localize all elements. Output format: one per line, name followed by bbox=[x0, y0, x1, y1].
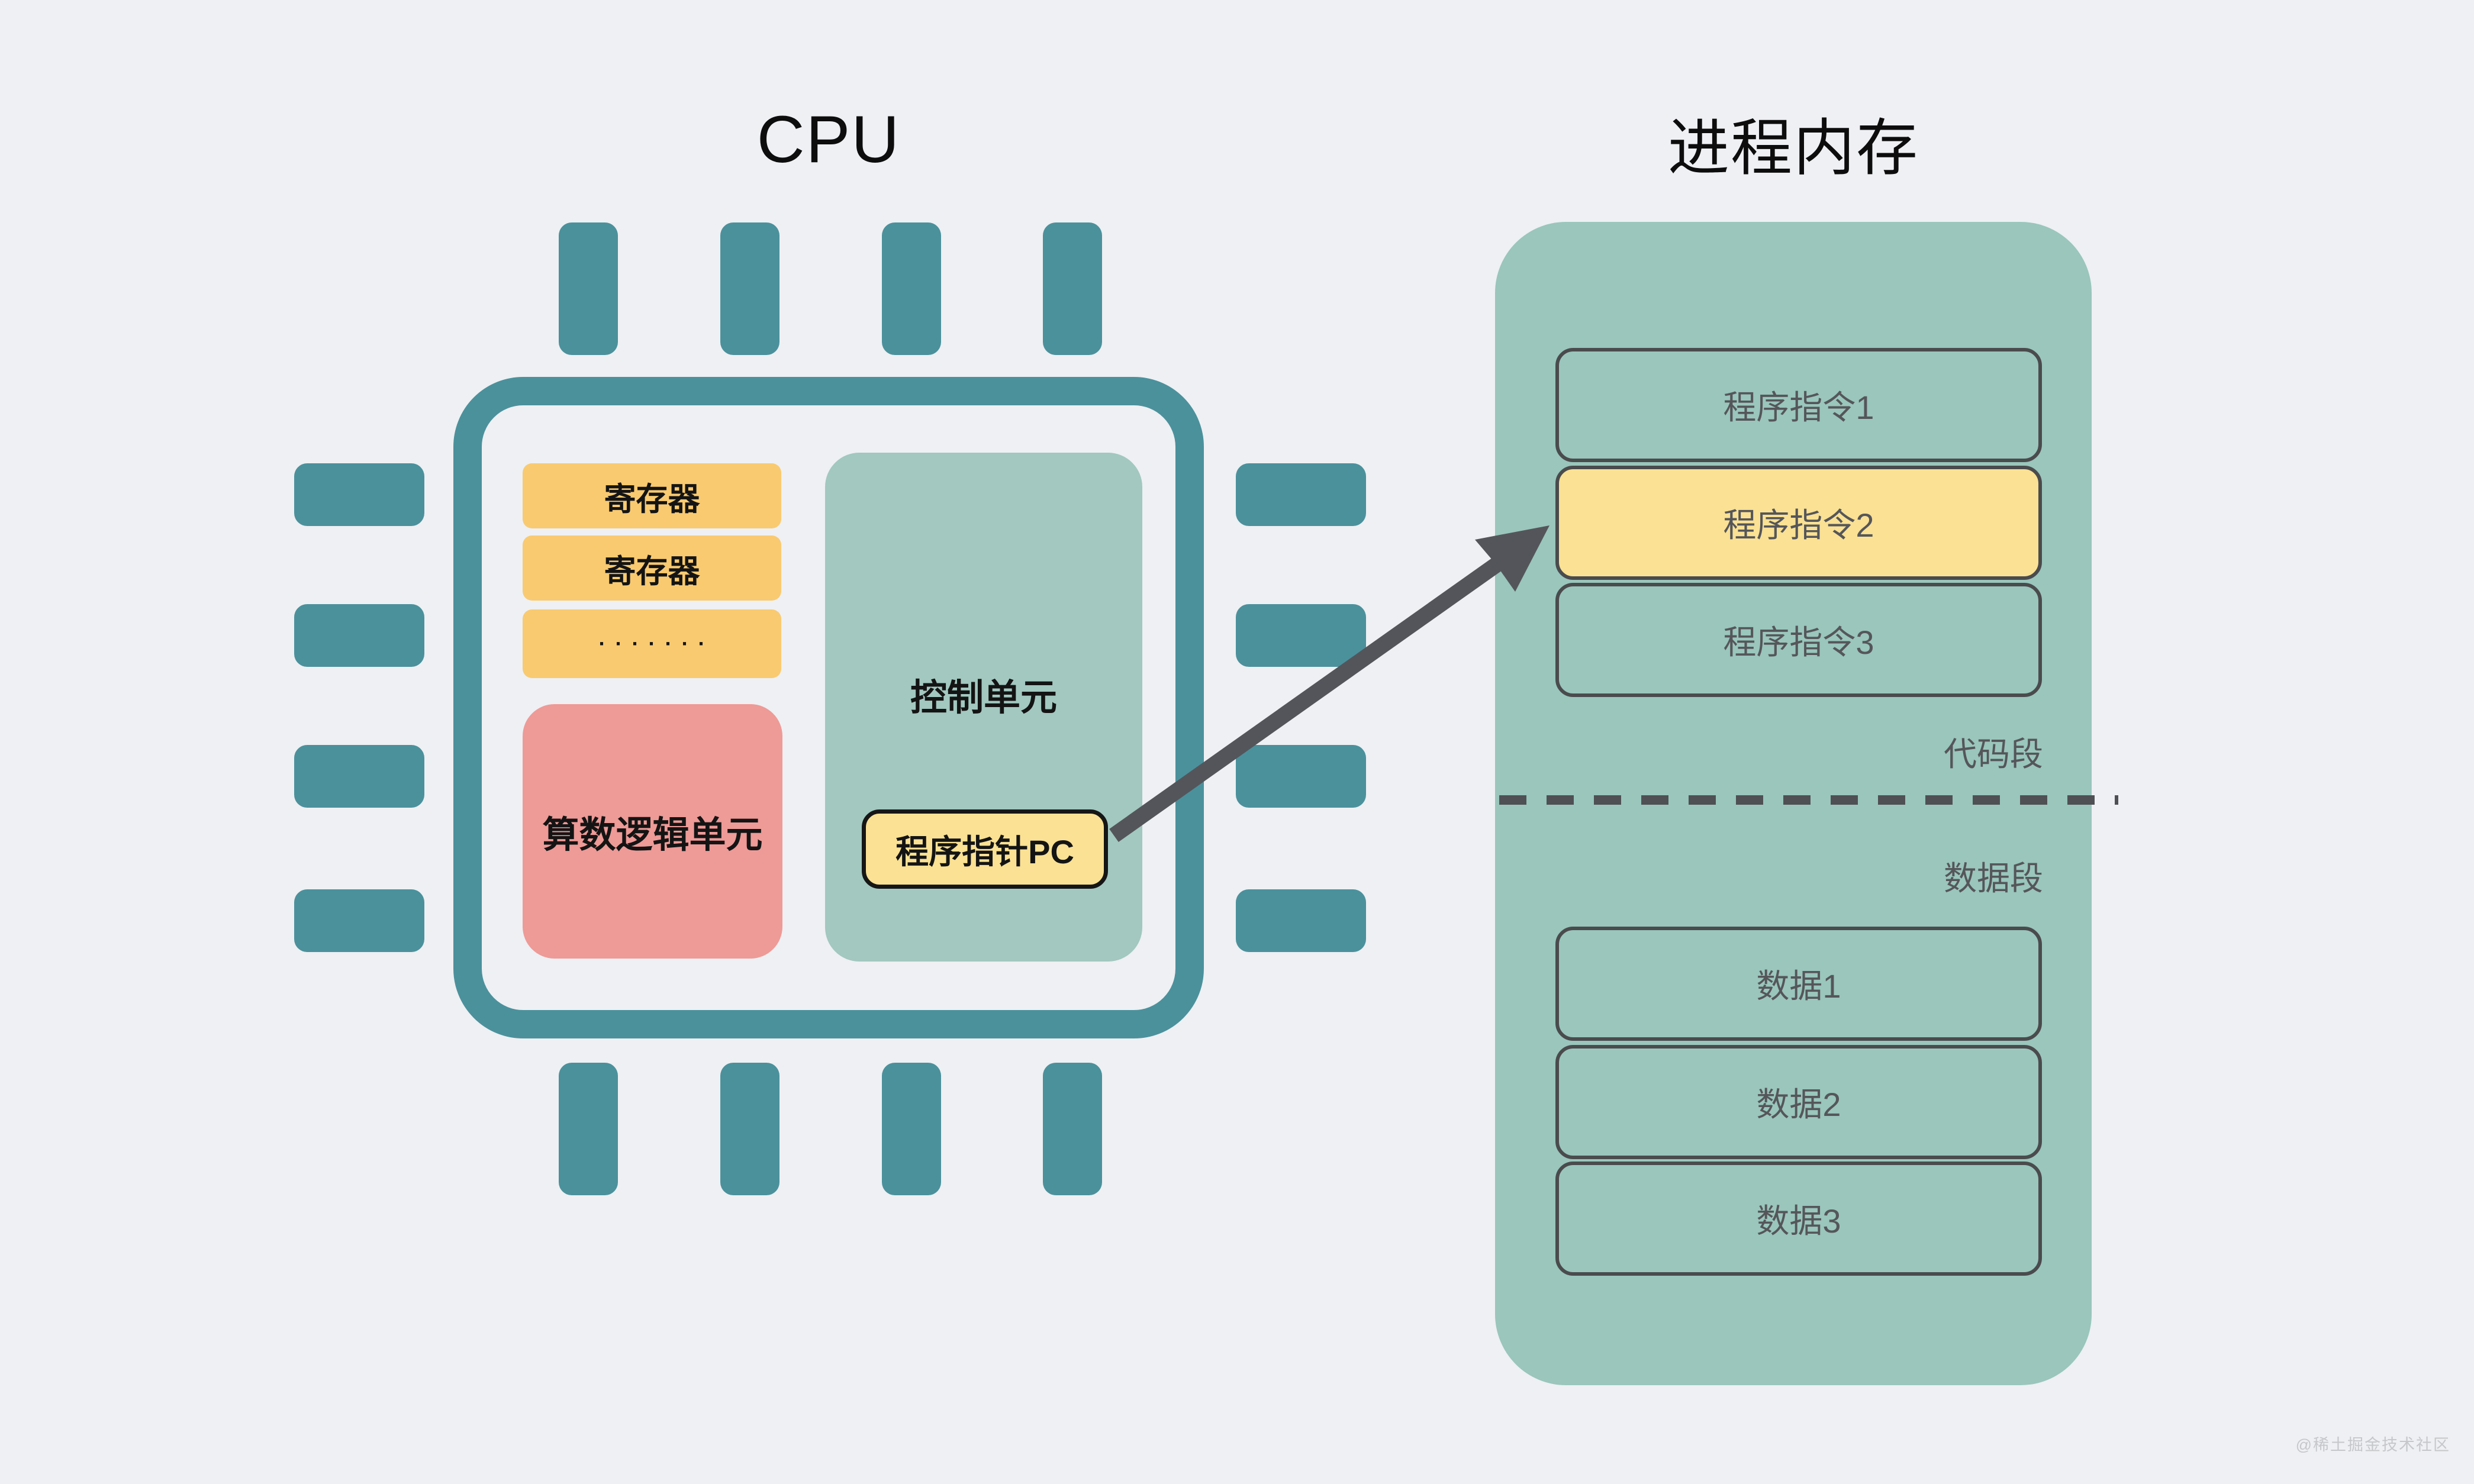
cpu-pin-top-3 bbox=[882, 222, 941, 355]
cpu-pin-left-2 bbox=[294, 604, 424, 667]
cpu-pin-bottom-3 bbox=[882, 1063, 941, 1195]
cpu-pin-left-1 bbox=[294, 463, 424, 526]
cpu-pin-left-4 bbox=[294, 889, 424, 952]
register-box-2: 寄存器 bbox=[523, 535, 781, 601]
data-box-2: 数据2 bbox=[1555, 1045, 2042, 1159]
cpu-pin-top-4 bbox=[1043, 222, 1102, 355]
cpu-pin-bottom-2 bbox=[720, 1063, 779, 1195]
data-segment-label: 数据段 bbox=[1944, 859, 2043, 897]
cpu-pin-right-3 bbox=[1236, 745, 1366, 808]
data-box-3: 数据3 bbox=[1555, 1162, 2042, 1276]
cpu-pin-right-1 bbox=[1236, 463, 1366, 526]
watermark-text: @稀土掘金技术社区 bbox=[2295, 1436, 2450, 1454]
memory-title: 进程内存 bbox=[1667, 114, 1919, 183]
cpu-pin-right-2 bbox=[1236, 604, 1366, 667]
control-unit-label: 控制单元 bbox=[910, 678, 1057, 718]
cpu-pin-bottom-4 bbox=[1043, 1063, 1102, 1195]
data-box-1: 数据1 bbox=[1555, 927, 2042, 1041]
cpu-pin-left-3 bbox=[294, 745, 424, 808]
cpu-title: CPU bbox=[756, 102, 901, 176]
cpu-pin-top-2 bbox=[720, 222, 779, 355]
cpu-pin-bottom-1 bbox=[559, 1063, 618, 1195]
cpu-pin-right-4 bbox=[1236, 889, 1366, 952]
register-box-1: 寄存器 bbox=[523, 463, 781, 528]
instruction-box-3: 程序指令3 bbox=[1555, 583, 2042, 697]
instruction-box-2-highlighted: 程序指令2 bbox=[1555, 466, 2042, 580]
register-box-ellipsis: ······· bbox=[523, 609, 781, 678]
code-segment-label: 代码段 bbox=[1944, 735, 2043, 773]
instruction-box-1: 程序指令1 bbox=[1555, 348, 2042, 462]
cpu-pin-top-1 bbox=[559, 222, 618, 355]
segment-divider-dashed-line bbox=[1499, 795, 2118, 805]
alu-box: 算数逻辑单元 bbox=[523, 704, 782, 959]
program-counter-box: 程序指针PC bbox=[862, 809, 1108, 889]
